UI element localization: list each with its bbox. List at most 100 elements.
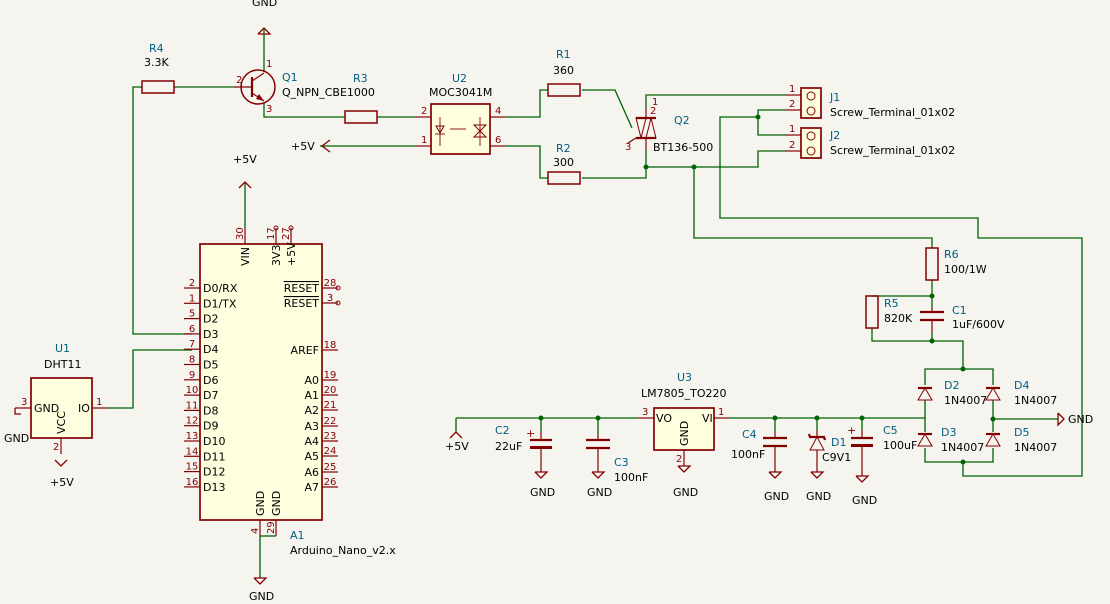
u1-pin2: 2 xyxy=(53,442,59,453)
gnd-symbol-u3: GND xyxy=(673,465,698,499)
resistor-r2[interactable]: R2 300 xyxy=(547,142,581,185)
u2-triac-icon2 xyxy=(472,130,488,138)
arduino-nano-a1[interactable]: D0/RX2D1/TX1D25D36D47D58D69D710D811D912D… xyxy=(184,225,396,557)
a1-pin-name: GND xyxy=(270,491,283,516)
resistor-r3[interactable]: R3 xyxy=(344,72,378,124)
gnd-triangle xyxy=(1057,412,1065,427)
r1-body xyxy=(547,83,581,97)
p5v-label-u1: +5V xyxy=(50,476,74,489)
c3-ref: C3 xyxy=(614,456,629,469)
a1-pin-name: AREF xyxy=(291,344,319,357)
u3-ref: U3 xyxy=(677,371,692,384)
triac-q2[interactable]: 1 2 3 Q2 BT136-500 xyxy=(625,97,713,154)
p5v-symbol-u1: +5V xyxy=(50,459,74,489)
u1-vcc-label: VCC xyxy=(55,411,68,434)
a1-pin-number: 21 xyxy=(324,400,337,411)
gnd-symbol-u1: GND xyxy=(4,408,29,445)
diode-d4[interactable]: D4 1N4007 xyxy=(985,379,1057,407)
r2-value: 300 xyxy=(553,156,574,169)
sensor-u1[interactable]: GND IO VCC 1 3 2 U1 DHT11 xyxy=(15,342,108,454)
a1-pin-number: 4 xyxy=(250,528,261,534)
a1-pin-name: A6 xyxy=(304,466,319,479)
c1-value: 1uF/600V xyxy=(952,318,1005,331)
a1-pin-name: D10 xyxy=(203,435,225,448)
a1-nc-marker xyxy=(335,300,341,306)
a1-pin-name: D13 xyxy=(203,481,225,494)
r4-body xyxy=(141,80,175,94)
transistor-q1[interactable]: 1 2 3 Q1 Q_NPN_CBE1000 xyxy=(234,59,375,115)
optocoupler-u2[interactable]: 2 1 4 6 U2 MOC3041M xyxy=(415,72,506,155)
resistor-r1[interactable]: R1 360 xyxy=(547,48,581,97)
c2-plus: + xyxy=(526,427,535,440)
terminal-j1[interactable]: 1 2 J1 Screw_Terminal_01x02 xyxy=(785,84,955,119)
a1-pin-number: 7 xyxy=(189,339,195,350)
a1-pin-number: 1 xyxy=(189,293,195,304)
capacitor-c3[interactable]: C3 100nF xyxy=(586,434,648,484)
c5-value: 100uF xyxy=(883,439,917,452)
resistor-r6[interactable]: R6 100/1W xyxy=(925,247,987,281)
a1-pin-name: A5 xyxy=(304,450,319,463)
a1-pin-number: 22 xyxy=(324,416,337,427)
a1-pin-number: 30 xyxy=(235,227,246,240)
p5v-symbol-rail: +5V xyxy=(445,431,469,453)
q1-ref: Q1 xyxy=(282,71,298,84)
wires xyxy=(108,28,1083,477)
junction xyxy=(814,415,820,421)
u2-value: MOC3041M xyxy=(429,86,492,99)
j2-ref: J2 xyxy=(829,129,840,142)
gnd-triangle xyxy=(591,471,606,479)
a1-ref: A1 xyxy=(290,529,305,542)
q2-ref: Q2 xyxy=(674,114,690,127)
junction xyxy=(990,416,996,422)
p5v-arrow xyxy=(449,431,463,439)
diode-d5[interactable]: D5 1N4007 xyxy=(985,426,1057,454)
c4-value: 100nF xyxy=(731,448,765,461)
d4-ref: D4 xyxy=(1014,379,1029,392)
q2-pin1: 1 xyxy=(652,97,658,108)
capacitor-c5[interactable]: + C5 100uF xyxy=(847,424,917,476)
u2-pin6: 6 xyxy=(495,135,501,146)
a1-pin-number: 25 xyxy=(324,462,337,473)
p5v-arrow xyxy=(320,139,331,153)
j1-screw1 xyxy=(806,91,816,101)
u1-pin3: 3 xyxy=(21,397,27,408)
diode-d3[interactable]: D3 1N4007 xyxy=(917,426,984,454)
gnd-label-c3: GND xyxy=(587,486,612,499)
j2-pin1: 1 xyxy=(789,124,795,135)
d2-ref: D2 xyxy=(944,379,959,392)
c2-ref: C2 xyxy=(495,424,510,437)
resistor-r5[interactable]: R5 820K xyxy=(865,295,913,329)
d4-value: 1N4007 xyxy=(1014,394,1057,407)
a1-pin-number: 26 xyxy=(324,477,337,488)
c5-ref: C5 xyxy=(883,424,898,437)
gnd-triangle xyxy=(810,471,825,479)
gnd-symbol-c2: GND xyxy=(530,471,555,499)
u3-pin3: 3 xyxy=(642,407,648,418)
u1-pin1: 1 xyxy=(96,397,102,408)
a1-pin-number: 16 xyxy=(186,477,199,488)
terminal-j2[interactable]: 1 2 J2 Screw_Terminal_01x02 xyxy=(785,124,955,159)
u3-value: LM7805_TO220 xyxy=(641,387,727,400)
gnd-triangle xyxy=(677,465,692,473)
wire-dht-d4 xyxy=(108,349,192,409)
diode-d2[interactable]: D2 1N4007 xyxy=(917,379,987,407)
u3-gnd-label: GND xyxy=(678,421,691,446)
gnd-triangle xyxy=(534,471,549,479)
u2-triac-icon xyxy=(472,124,488,132)
capacitor-c4[interactable]: C4 100nF xyxy=(731,428,787,472)
q1-pin1: 1 xyxy=(266,59,272,70)
regulator-u3[interactable]: VO VI GND 3 1 2 U3 LM7805_TO220 xyxy=(638,371,730,466)
q1-emitter-arrow xyxy=(256,94,264,101)
resistor-r4[interactable]: R4 3.3K xyxy=(141,42,175,94)
capacitor-c2[interactable]: + C2 22uF xyxy=(495,424,552,472)
a1-pin-number: 14 xyxy=(186,446,199,457)
p5v-label-nano: +5V xyxy=(233,153,257,166)
j1-ref: J1 xyxy=(829,91,840,104)
u2-ref: U2 xyxy=(452,72,467,85)
a1-pin-number: 29 xyxy=(266,521,277,534)
zener-d1[interactable]: D1 C9V1 xyxy=(807,430,851,472)
capacitor-c1[interactable]: C1 1uF/600V xyxy=(920,304,1005,333)
d4-triangle xyxy=(985,387,1001,401)
gnd-label-u3: GND xyxy=(673,486,698,499)
